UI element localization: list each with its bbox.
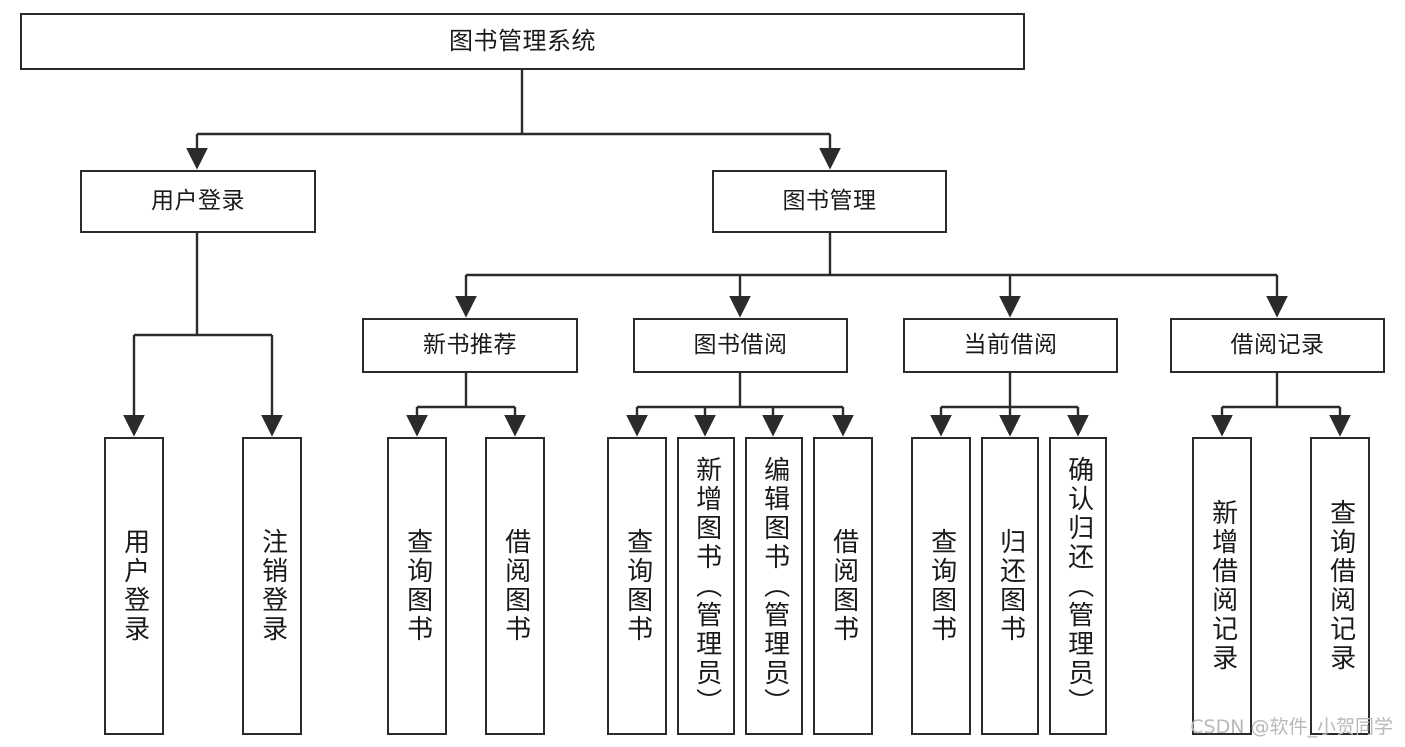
node-borrow-record[interactable]: 借阅记录 xyxy=(1170,318,1385,373)
node-label: 查询借阅记录 xyxy=(1325,499,1356,673)
node-leaf-query-book-current[interactable]: 查询图书 xyxy=(911,437,971,735)
node-label: 新增借阅记录 xyxy=(1207,499,1238,673)
node-leaf-return-book[interactable]: 归还图书 xyxy=(981,437,1039,735)
node-label: 编辑图书（管理员） xyxy=(759,455,790,717)
node-current-borrow[interactable]: 当前借阅 xyxy=(903,318,1118,373)
node-label: 图书管理系统 xyxy=(449,26,596,55)
node-root-book-management-system[interactable]: 图书管理系统 xyxy=(20,13,1025,70)
node-book-management[interactable]: 图书管理 xyxy=(712,170,947,233)
node-leaf-logout-login[interactable]: 注销登录 xyxy=(242,437,302,735)
node-leaf-confirm-return[interactable]: 确认归还（管理员） xyxy=(1049,437,1107,735)
node-leaf-add-book[interactable]: 新增图书（管理员） xyxy=(677,437,735,735)
node-book-borrow[interactable]: 图书借阅 xyxy=(633,318,848,373)
node-label: 归还图书 xyxy=(995,528,1026,644)
node-leaf-query-book-borrow[interactable]: 查询图书 xyxy=(607,437,667,735)
node-label: 用户登录 xyxy=(151,188,245,215)
node-label: 借阅记录 xyxy=(1230,332,1325,359)
node-leaf-borrow-book-borrow[interactable]: 借阅图书 xyxy=(813,437,873,735)
node-label: 新增图书（管理员） xyxy=(691,455,722,717)
node-user-login[interactable]: 用户登录 xyxy=(80,170,316,233)
node-label: 查询图书 xyxy=(622,528,653,644)
node-label: 借阅图书 xyxy=(828,528,859,644)
node-label: 当前借阅 xyxy=(963,332,1058,359)
node-leaf-query-borrow-record[interactable]: 查询借阅记录 xyxy=(1310,437,1370,735)
node-label: 查询图书 xyxy=(402,528,433,644)
node-leaf-edit-book[interactable]: 编辑图书（管理员） xyxy=(745,437,803,735)
node-label: 新书推荐 xyxy=(423,332,517,359)
node-label: 注销登录 xyxy=(257,528,288,644)
node-leaf-user-login[interactable]: 用户登录 xyxy=(104,437,164,735)
node-label: 图书借阅 xyxy=(693,332,788,359)
node-label: 查询图书 xyxy=(926,528,957,644)
node-label: 图书管理 xyxy=(782,188,877,215)
node-leaf-borrow-book-recommend[interactable]: 借阅图书 xyxy=(485,437,545,735)
node-label: 借阅图书 xyxy=(500,528,531,644)
node-label: 用户登录 xyxy=(119,528,150,644)
node-leaf-add-borrow-record[interactable]: 新增借阅记录 xyxy=(1192,437,1252,735)
node-leaf-query-book-recommend[interactable]: 查询图书 xyxy=(387,437,447,735)
node-label: 确认归还（管理员） xyxy=(1063,455,1094,717)
csdn-watermark: CSDN @软件_小贺同学 xyxy=(1190,716,1393,738)
node-new-book-recommend[interactable]: 新书推荐 xyxy=(362,318,578,373)
